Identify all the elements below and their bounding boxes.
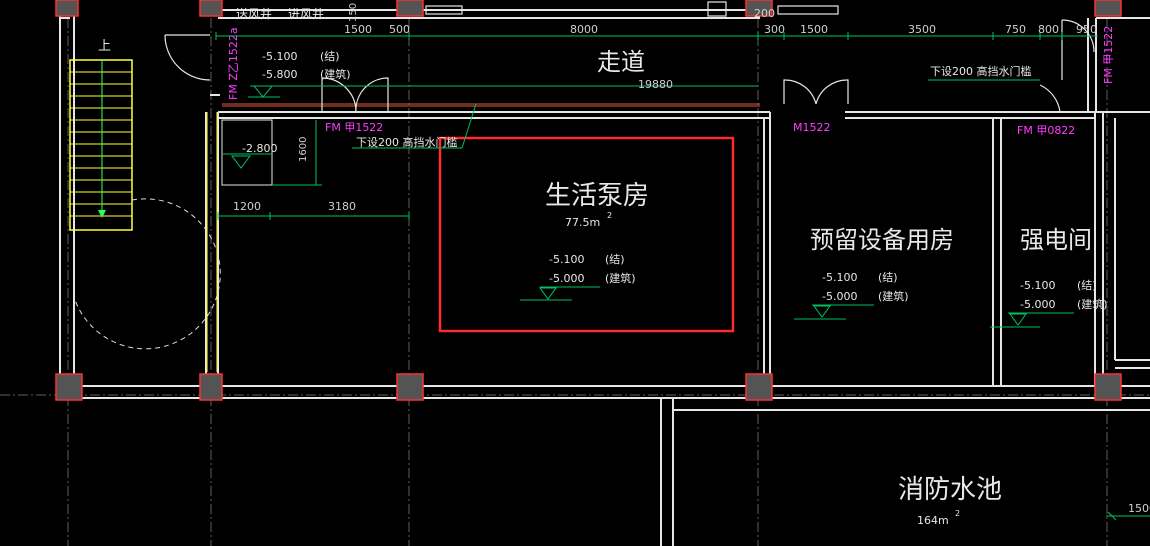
dim-top-1500: 1500	[344, 23, 372, 36]
threshold-note-left: 下设200 高挡水门槛	[356, 135, 458, 149]
threshold-leaders	[352, 103, 477, 149]
electrical-elev-struct: -5.100	[1020, 279, 1055, 292]
columns	[55, 0, 1122, 401]
door-label-m1522: M1522	[793, 121, 831, 134]
dim-top-1500b: 1500	[800, 23, 828, 36]
electrical-elev-arch-tag: (建筑)	[1077, 297, 1108, 311]
electrical-room-label: 强电间	[1020, 226, 1092, 254]
pump-room-area: 77.5m	[565, 216, 600, 229]
right-edge-dim	[1106, 511, 1150, 521]
dim-right-edge: 1500	[1128, 502, 1150, 515]
dim-top-3500: 3500	[908, 23, 936, 36]
door-label-fm-jia0822: FM 甲0822	[1017, 124, 1075, 137]
pump-elev-arch-tag: (建筑)	[605, 271, 636, 285]
corridor-label: 走道	[597, 48, 645, 76]
dim-top-500: 500	[389, 23, 410, 36]
reserved-elev-arch: -5.000	[822, 290, 857, 303]
dim-top-800: 800	[1038, 23, 1059, 36]
dim-top-300: 300	[764, 23, 785, 36]
walls	[59, 0, 1150, 546]
elev-top-left-struct-tag: (结)	[320, 50, 340, 63]
dim-top-200: 200	[754, 7, 775, 20]
elev-top-left-arch: -5.800	[262, 68, 297, 81]
pump-elev-symbol	[520, 286, 600, 301]
dim-corridor-total: 19880	[638, 78, 673, 91]
corridor-lines	[222, 103, 760, 107]
electrical-elev-arch: -5.000	[1020, 298, 1055, 311]
reserved-room-label: 预留设备用房	[810, 226, 954, 254]
supply-shaft-label: 送风井	[236, 6, 272, 21]
pump-elev-struct: -5.100	[549, 253, 584, 266]
reserved-elev-arch-tag: (建筑)	[878, 289, 909, 303]
door-label-fm-right: FM 甲1522	[1102, 26, 1115, 84]
dim-top-750: 750	[1005, 23, 1026, 36]
pump-room-highlight[interactable]	[438, 136, 735, 333]
stair-up-label: 上	[98, 39, 111, 54]
reserved-elev-struct: -5.100	[822, 271, 857, 284]
elev-top-left-struct: -5.100	[262, 50, 297, 63]
dim-left-1200: 1200	[233, 200, 261, 213]
door-label-fm-jia1522: FM 甲1522	[325, 121, 383, 134]
intake-shaft-label: 进风井	[288, 7, 324, 21]
dim-top-8000: 8000	[570, 23, 598, 36]
pump-room-area-sup: 2	[607, 211, 612, 220]
pump-elev-struct-tag: (结)	[605, 253, 625, 266]
reserved-elev-struct-tag: (结)	[878, 271, 898, 284]
elev-top-left	[248, 85, 318, 98]
electrical-elev-struct-tag: (结)	[1077, 279, 1097, 292]
stair-wall-hatch	[206, 112, 218, 372]
fire-pool-label: 消防水池	[898, 475, 1002, 505]
fire-pool-area-sup: 2	[955, 509, 960, 518]
stair	[69, 59, 221, 350]
threshold-note-right: 下设200 高挡水门槛	[930, 64, 1032, 78]
left-dimension-line	[217, 212, 410, 220]
elev-top-left-arch-tag: (建筑)	[320, 67, 351, 81]
dim-top-950: 950	[1076, 23, 1097, 36]
dim-top-150: 150	[348, 3, 359, 22]
elev-stair-landing: -2.800	[242, 142, 277, 155]
top-dimension-line	[215, 32, 1098, 87]
dim-door-height: 1600	[298, 137, 309, 162]
door-label-fm-left: FM Z乙1522a	[227, 27, 240, 100]
fire-pool-area: 164m	[917, 514, 949, 527]
pump-elev-arch: -5.000	[549, 272, 584, 285]
stair-landing-area	[221, 119, 322, 186]
pump-room-label: 生活泵房	[545, 181, 649, 211]
reserved-elev-symbol	[794, 304, 874, 320]
dim-left-3180: 3180	[328, 200, 356, 213]
door-swings	[164, 1, 1095, 113]
electrical-elev-symbol	[990, 312, 1074, 328]
